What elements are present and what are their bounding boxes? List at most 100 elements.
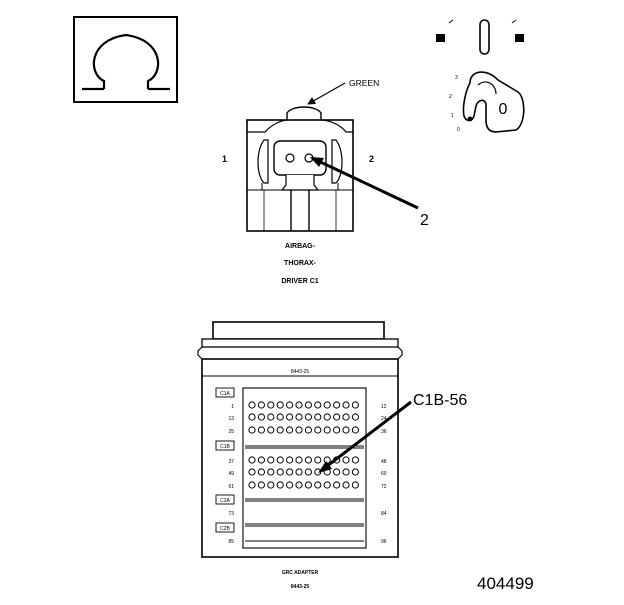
adapter-pin [342, 401, 350, 409]
green-wire-label: GREEN [349, 78, 379, 88]
key-position-0: 0 [457, 127, 460, 133]
connector-tab [280, 175, 320, 191]
adapter-pin [248, 413, 256, 421]
adapter-pin [333, 401, 341, 409]
adapter-pin [333, 468, 341, 476]
adapter-pin [295, 481, 303, 489]
row-number-left: 1 [231, 404, 234, 410]
adapter-pin [276, 401, 284, 409]
adapter-pin [257, 413, 265, 421]
svg-text:C2A: C2A [220, 498, 230, 504]
pin-2-callout-label: 2 [420, 212, 429, 229]
c1b-56-callout-leader [321, 400, 412, 472]
ohm-box-frame [73, 16, 178, 103]
adapter-pin [342, 481, 350, 489]
adapter-pin [286, 481, 294, 489]
adapter-pin [323, 481, 331, 489]
pin-1-terminal [285, 153, 295, 163]
row-number-right: 84 [381, 511, 387, 517]
adapter-pin [276, 468, 284, 476]
adapter-pin [276, 456, 284, 464]
figure-number: 404499 [477, 574, 534, 593]
row-number-left: 61 [228, 484, 234, 490]
row-number-left: 85 [228, 539, 234, 545]
adapter-pin [267, 456, 275, 464]
adapter-pin [314, 413, 322, 421]
row-number-right: 60 [381, 471, 387, 477]
adapter-pin [267, 413, 275, 421]
group-label-c1b: C1B [215, 440, 235, 451]
adapter-pin [248, 401, 256, 409]
key-indicator-right [515, 34, 524, 42]
connector-name-line-3: DRIVER C1 [281, 278, 318, 285]
adapter-pin [323, 426, 331, 434]
svg-text:C2B: C2B [220, 526, 230, 532]
adapter-pin [342, 468, 350, 476]
row-number-left: 13 [228, 416, 234, 422]
adapter-pin [333, 426, 341, 434]
grc-adapter [197, 321, 403, 558]
adapter-pin [257, 456, 265, 464]
row-number-right: 36 [381, 429, 387, 435]
key-indicator-left [436, 34, 445, 42]
row-number-left: 73 [228, 511, 234, 517]
adapter-pin [304, 456, 312, 464]
row-number-right: 48 [381, 459, 387, 465]
connector-latch [286, 106, 322, 120]
adapter-pin [267, 401, 275, 409]
pin-left-label: 1 [222, 154, 227, 164]
adapter-pin [286, 456, 294, 464]
c1b-56-callout-label: C1B-56 [413, 392, 467, 409]
adapter-pin [276, 413, 284, 421]
adapter-pin [342, 426, 350, 434]
adapter-pin [314, 481, 322, 489]
adapter-pin [314, 401, 322, 409]
row-number-right: 24 [381, 416, 387, 422]
ignition-key-switch: 0 3 2 1 0 [436, 19, 525, 133]
green-wire-leader [307, 82, 346, 105]
adapter-pin [295, 426, 303, 434]
adapter-top-part-number: 8443-25 [291, 369, 310, 375]
adapter-pin [295, 456, 303, 464]
adapter-pin [342, 456, 350, 464]
ohm-icon [82, 33, 170, 91]
key-slot-icon [479, 19, 490, 55]
key-slot-tick [448, 19, 454, 24]
adapter-pin [276, 426, 284, 434]
adapter-part-number: 8443-25 [291, 584, 310, 590]
adapter-pin [295, 468, 303, 476]
adapter-pin [323, 456, 331, 464]
adapter-pin [351, 426, 359, 434]
adapter-pin [257, 426, 265, 434]
pin-2-callout-arrowhead [310, 157, 324, 167]
pin-right-label: 2 [369, 154, 374, 164]
adapter-pin [286, 413, 294, 421]
adapter-pin [351, 401, 359, 409]
adapter-pin [295, 413, 303, 421]
pin-2-callout-leader [311, 156, 419, 210]
connector-left-lobe [257, 139, 269, 184]
row-number-left: 37 [228, 459, 234, 465]
group-label-c1a: C1A [215, 387, 235, 398]
adapter-pin [257, 468, 265, 476]
adapter-pin [314, 426, 322, 434]
key-position-2: 2 [448, 94, 452, 100]
adapter-pin [351, 413, 359, 421]
connector-name-line-1: AIRBAG- [285, 243, 316, 250]
adapter-pin [286, 426, 294, 434]
adapter-title: GRC ADAPTER [282, 570, 319, 576]
adapter-pin [248, 468, 256, 476]
row-number-left: 25 [228, 429, 234, 435]
key-label: 0 [499, 101, 508, 118]
adapter-pin [304, 481, 312, 489]
adapter-pin [333, 481, 341, 489]
adapter-pin [276, 481, 284, 489]
row-number-left: 49 [228, 471, 234, 477]
adapter-pin [351, 456, 359, 464]
ohm-symbol-box [73, 16, 178, 103]
airbag-connector [246, 106, 354, 232]
adapter-pin [333, 413, 341, 421]
connector-name-line-2: THORAX- [284, 260, 317, 267]
adapter-pin [323, 401, 331, 409]
adapter-pin [257, 401, 265, 409]
